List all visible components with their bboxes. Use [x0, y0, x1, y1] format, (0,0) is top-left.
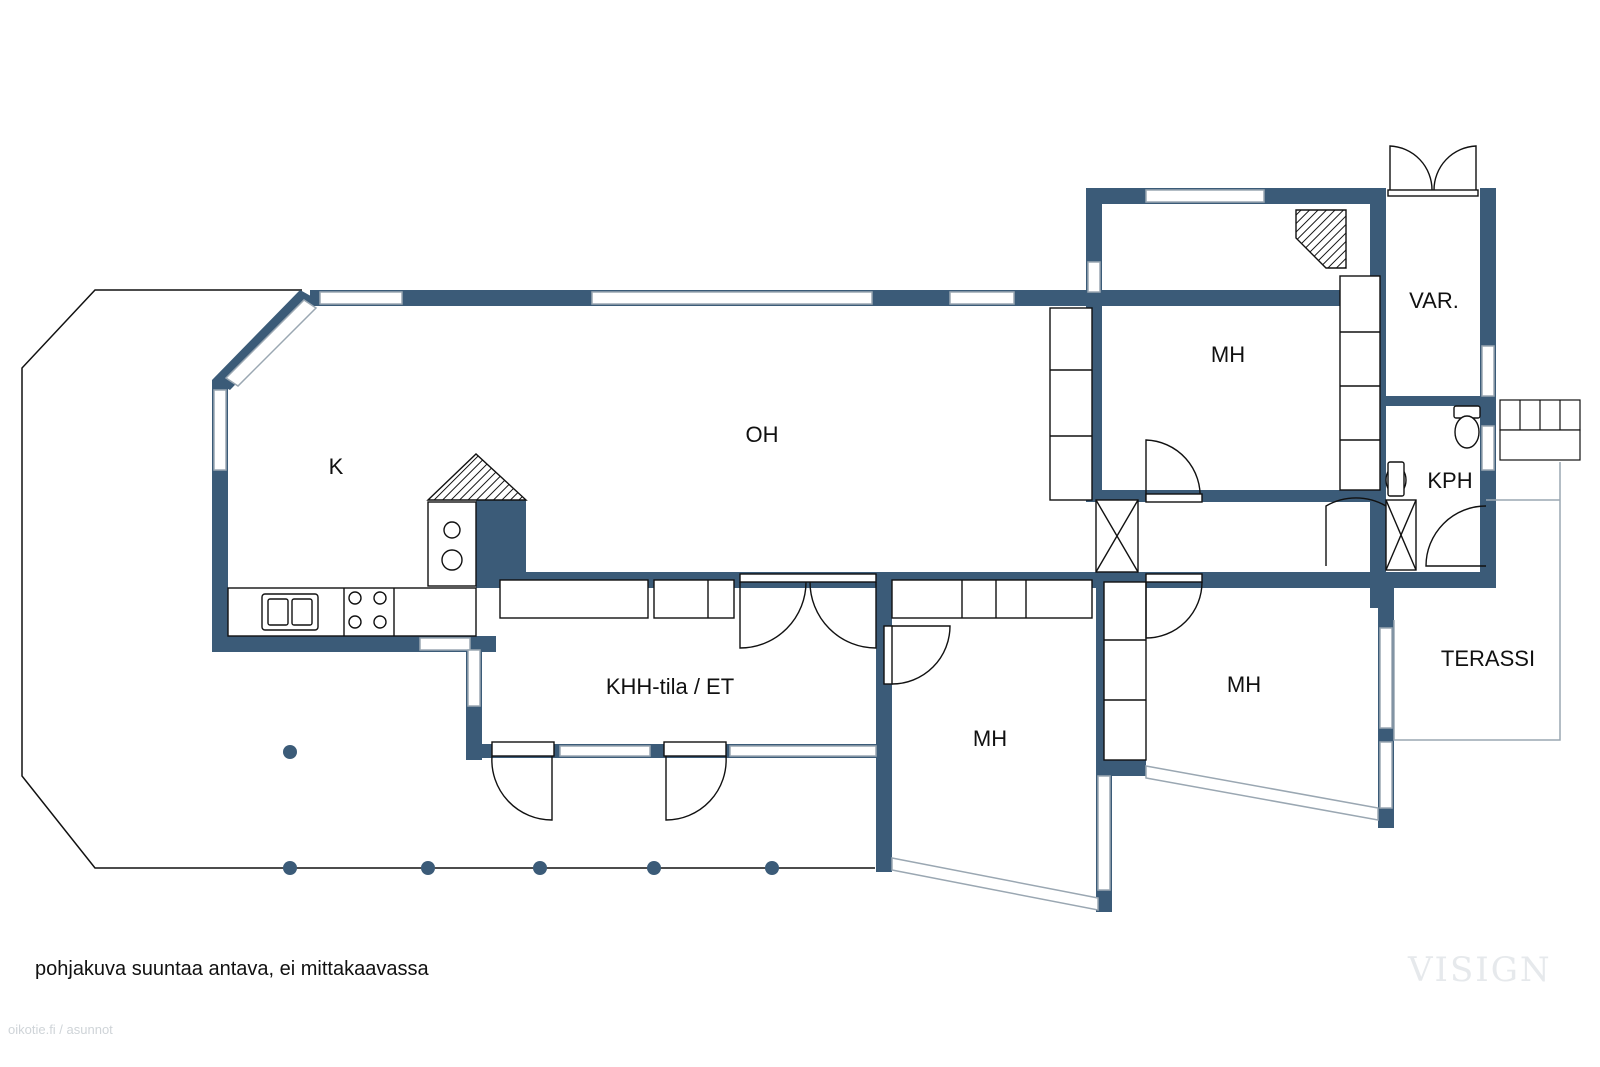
room-label-khh: KHH-tila / ET: [606, 674, 734, 699]
doors: [491, 145, 1487, 821]
entrance-steps: [1499, 399, 1581, 461]
source-watermark: oikotie.fi / asunnot: [8, 1022, 113, 1037]
room-label-terassi: TERASSI: [1441, 646, 1535, 671]
room-label-mh-right: MH: [1227, 672, 1261, 697]
room-label-mh-top: MH: [1211, 342, 1245, 367]
left-terrace-outline: [21, 289, 875, 869]
terrace-posts: [283, 745, 779, 875]
room-label-kph: KPH: [1427, 468, 1472, 493]
room-label-oh: OH: [746, 422, 779, 447]
room-label-mh-mid: MH: [973, 726, 1007, 751]
fireplaces: [426, 209, 1347, 501]
fixtures: [227, 275, 1481, 761]
right-terrace-outline: [1393, 462, 1561, 741]
disclaimer-text: pohjakuva suuntaa antava, ei mittakaavas…: [35, 958, 429, 980]
visign-watermark: VISIGN: [1408, 950, 1552, 990]
windows: [213, 189, 1495, 911]
room-label-k: K: [329, 454, 344, 479]
room-label-var: VAR.: [1409, 288, 1459, 313]
